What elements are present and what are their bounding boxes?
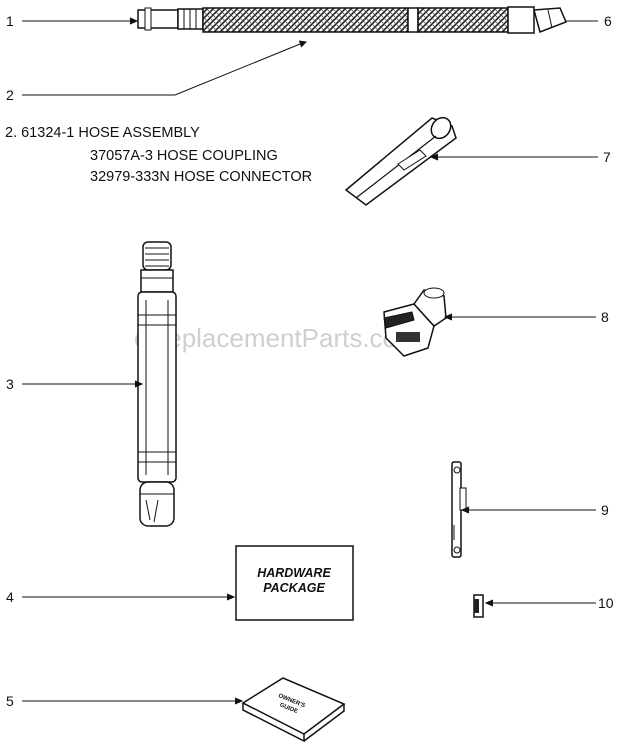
storage-clip-drawing (451, 461, 467, 558)
parts-list-line-2: 37057A-3 HOSE COUPLING (90, 148, 278, 164)
arrowhead-9 (460, 506, 470, 514)
leader-line-2 (22, 41, 306, 96)
callout-3: 3 (6, 376, 14, 392)
crevice-tool-drawing (344, 116, 457, 206)
arrowhead-3 (134, 380, 144, 388)
callout-1: 1 (6, 13, 14, 29)
arrowhead-1 (129, 17, 139, 25)
callout-9: 9 (601, 502, 609, 518)
callout-5: 5 (6, 693, 14, 709)
hardware-package-line1: HARDWARE (257, 566, 331, 580)
arrowhead-8 (443, 313, 453, 321)
callout-8: 8 (601, 309, 609, 325)
extension-wand-drawing (137, 241, 177, 527)
callout-2: 2 (6, 87, 14, 103)
upholstery-tool-drawing (383, 287, 447, 357)
arrowhead-10 (484, 599, 494, 607)
callout-7: 7 (603, 149, 611, 165)
parts-list-line-3: 32979-333N HOSE CONNECTOR (90, 169, 312, 185)
parts-list-line-1: 2. 61324-1 HOSE ASSEMBLY (5, 125, 200, 141)
callout-4: 4 (6, 589, 14, 605)
callout-10: 10 (598, 595, 614, 611)
small-clip-drawing (473, 594, 484, 618)
watermark: eReplacementParts.com (134, 323, 419, 353)
hardware-package-line2: PACKAGE (263, 581, 325, 595)
callout-6: 6 (604, 13, 612, 29)
leader-lines (22, 17, 598, 705)
hose-assembly-drawing (137, 6, 567, 34)
arrowhead-5 (234, 697, 244, 705)
arrowhead-2 (298, 40, 308, 48)
hardware-package-drawing: HARDWARE PACKAGE (235, 545, 354, 621)
arrowhead-7 (429, 153, 439, 161)
owners-guide-drawing: OWNER'S GUIDE (241, 677, 346, 743)
arrowhead-4 (226, 593, 236, 601)
